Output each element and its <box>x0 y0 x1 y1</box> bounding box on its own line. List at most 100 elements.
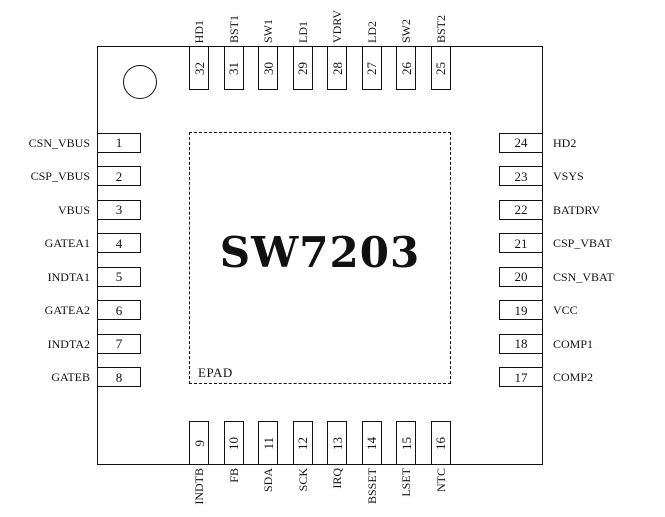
pin-label-indta1: INDTA1 <box>47 269 90 284</box>
pin-24: 24 <box>499 132 543 153</box>
chip-name: SW7203 <box>219 228 421 277</box>
pin-label-ld2: LD2 <box>364 21 379 43</box>
pin-number-15: 15 <box>398 436 414 450</box>
pin-label-sw1: SW1 <box>261 19 275 43</box>
pin-30: 30 <box>258 46 278 90</box>
pin-label-lset: LSET <box>399 468 413 497</box>
pin-label-vbus: VBUS <box>57 202 90 217</box>
pin-26: 26 <box>396 46 416 90</box>
pin-16: 16 <box>430 421 451 465</box>
pin-label-comp1: COMP1 <box>553 336 594 351</box>
pin-label-indtb: INDTB <box>192 468 206 505</box>
pin-7: 7 <box>97 333 141 354</box>
pin-label-gatea2: GATEA2 <box>44 303 90 318</box>
pin-number-26: 26 <box>398 61 414 75</box>
pin-number-11: 11 <box>260 436 276 450</box>
pin-15: 15 <box>396 421 416 465</box>
pin-number-32: 32 <box>191 61 207 75</box>
pin-label-vcc: VCC <box>553 303 578 318</box>
pin-28: 28 <box>327 46 347 90</box>
pin-number-20: 20 <box>514 269 528 285</box>
pin-label-sw2: SW2 <box>399 19 413 43</box>
pin-label-csn_vbat: CSN_VBAT <box>553 269 614 284</box>
pin-8: 8 <box>97 367 141 388</box>
pin-label-bsset: BSSET <box>364 468 379 505</box>
pin-21: 21 <box>499 233 543 254</box>
pin-number-10: 10 <box>226 436 241 450</box>
pin-4: 4 <box>97 233 141 254</box>
pin-label-comp2: COMP2 <box>553 370 594 385</box>
pin1-indicator-circle <box>123 65 157 99</box>
pin-number-7: 7 <box>115 336 123 352</box>
pin-1: 1 <box>97 132 141 153</box>
pin-27: 27 <box>361 46 382 90</box>
pin-label-csn_vbus: CSN_VBUS <box>28 135 90 150</box>
pin-label-gateb: GATEB <box>51 370 90 385</box>
pin-3: 3 <box>97 199 141 220</box>
pin-number-9: 9 <box>191 439 207 447</box>
pin-label-ntc: NTC <box>433 468 448 492</box>
pin-number-21: 21 <box>514 235 528 251</box>
pin-19: 19 <box>499 300 543 321</box>
pin-10: 10 <box>223 421 244 465</box>
pin-label-sda: SDA <box>261 468 275 493</box>
pin-11: 11 <box>258 421 278 465</box>
pin-number-1: 1 <box>115 135 123 150</box>
pin-number-23: 23 <box>514 168 528 184</box>
pin-label-ld1: LD1 <box>295 21 310 43</box>
pin-number-29: 29 <box>295 61 310 75</box>
pin-label-batdrv: BATDRV <box>553 202 601 217</box>
pin-label-csp_vbus: CSP_VBUS <box>30 169 90 184</box>
pin-label-vsys: VSYS <box>553 169 584 184</box>
epad-label: EPAD <box>198 365 233 380</box>
pin-number-27: 27 <box>364 61 379 75</box>
pin-label-bst1: BST1 <box>226 14 241 43</box>
pin-label-csp_vbat: CSP_VBAT <box>553 236 612 251</box>
pin-number-3: 3 <box>115 202 123 218</box>
pin-20: 20 <box>499 266 543 287</box>
pin-number-28: 28 <box>329 61 345 75</box>
pin-number-22: 22 <box>514 202 528 218</box>
pin-32: 32 <box>189 46 209 90</box>
pin-5: 5 <box>97 266 141 287</box>
pin-number-5: 5 <box>115 269 123 285</box>
pin-number-4: 4 <box>115 235 123 251</box>
pin-13: 13 <box>327 421 347 465</box>
pin-number-24: 24 <box>514 135 528 150</box>
pin-14: 14 <box>361 421 382 465</box>
pin-number-18: 18 <box>514 336 528 352</box>
pin-number-8: 8 <box>115 369 123 385</box>
pin-label-vdrv: VDRV <box>330 9 344 43</box>
pin-6: 6 <box>97 300 141 321</box>
pin-25: 25 <box>430 46 451 90</box>
pin-31: 31 <box>223 46 244 90</box>
pin-label-hd1: HD1 <box>192 19 206 43</box>
pin-29: 29 <box>292 46 313 90</box>
pin-label-hd2: HD2 <box>553 135 577 150</box>
pin-label-indta2: INDTA2 <box>47 336 90 351</box>
pin-number-12: 12 <box>295 436 310 450</box>
pin-number-2: 2 <box>115 168 123 184</box>
pin-12: 12 <box>292 421 313 465</box>
pin-label-irq: IRQ <box>330 468 344 489</box>
pin-number-6: 6 <box>115 302 123 318</box>
pin-number-30: 30 <box>260 61 276 75</box>
pin-label-sck: SCK <box>295 468 310 492</box>
pin-2: 2 <box>97 166 141 187</box>
epad-boundary <box>189 132 451 384</box>
pin-number-25: 25 <box>433 61 448 75</box>
pin-number-13: 13 <box>329 436 345 450</box>
pin-23: 23 <box>499 166 543 187</box>
pin-18: 18 <box>499 333 543 354</box>
pin-17: 17 <box>499 367 543 388</box>
pin-label-gatea1: GATEA1 <box>44 236 90 251</box>
pin-number-14: 14 <box>364 436 379 450</box>
pin-9: 9 <box>189 421 209 465</box>
pin-22: 22 <box>499 199 543 220</box>
pin-number-16: 16 <box>433 436 448 450</box>
pin-number-17: 17 <box>514 369 528 385</box>
chip-body <box>97 46 543 465</box>
pin-label-fb: FB <box>226 468 241 483</box>
pin-number-19: 19 <box>514 302 528 318</box>
